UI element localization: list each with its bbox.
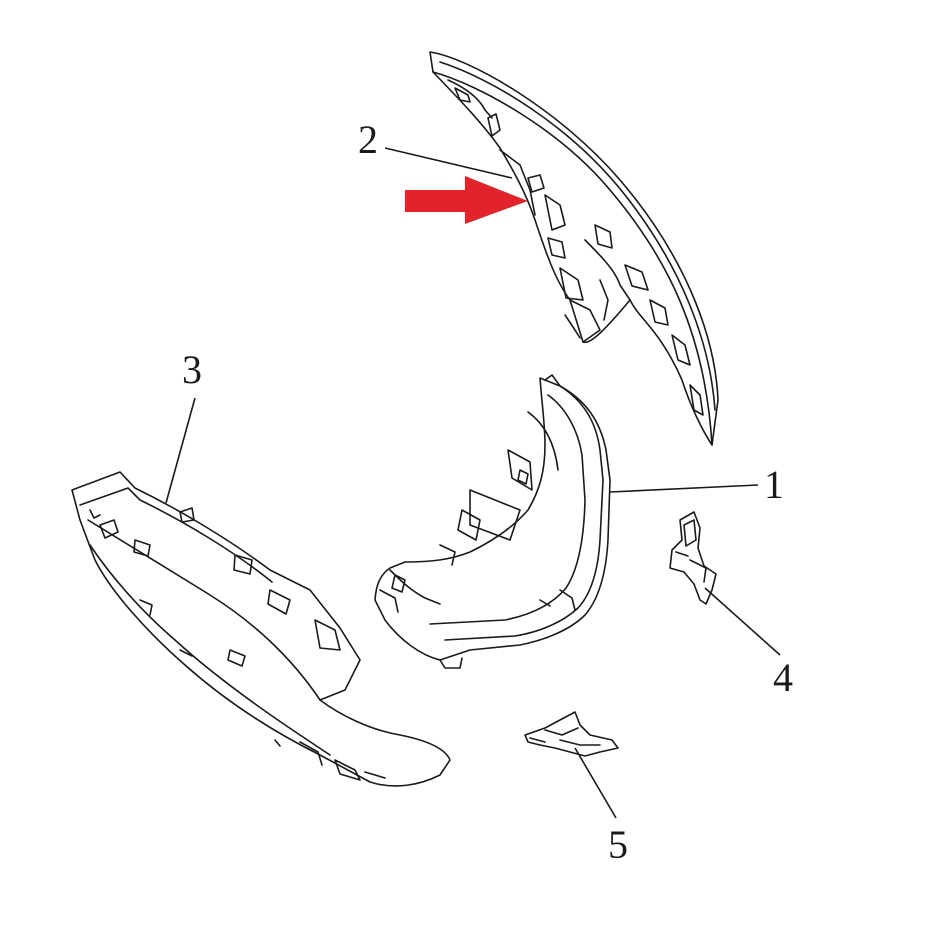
callout-2: 2 [358, 117, 378, 162]
part-1-light-housing [374, 374, 611, 669]
part-2-curved-cover [429, 51, 719, 446]
callout-5: 5 [608, 822, 628, 867]
part-4-bracket [669, 511, 717, 605]
leader-line-4 [704, 587, 781, 656]
part-3-side-panel [71, 471, 451, 787]
leader-line-2 [384, 147, 513, 179]
leader-line-3 [165, 397, 196, 504]
callout-1: 1 [764, 462, 784, 507]
part-5-bracket [524, 711, 619, 757]
leader-line-5 [574, 747, 617, 819]
leader-line-1 [609, 484, 759, 493]
red-arrow-icon [405, 176, 528, 224]
callout-3: 3 [182, 347, 202, 392]
callout-4: 4 [773, 655, 793, 700]
